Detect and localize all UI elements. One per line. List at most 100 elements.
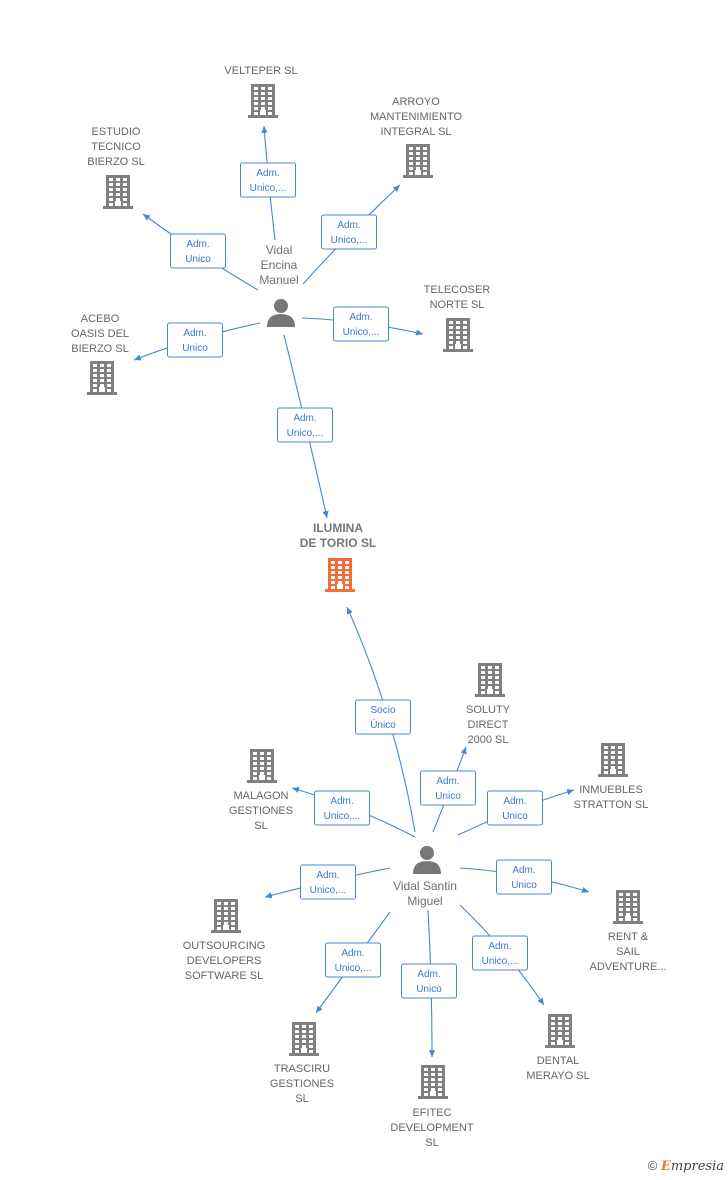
focus-company-icon[interactable]: [325, 558, 355, 592]
company-icon[interactable]: [248, 84, 278, 118]
relation-label-text: Adm.: [316, 870, 339, 881]
node-label: SOFTWARE SL: [185, 970, 263, 982]
relation-label-box[interactable]: [487, 790, 543, 826]
node-label: RENT &: [608, 931, 649, 943]
company-icon[interactable]: [443, 318, 473, 352]
company-icon[interactable]: [103, 175, 133, 209]
node-label: Vidal: [266, 243, 292, 257]
relation-label[interactable]: Adm.Unico,...: [321, 214, 377, 250]
company-icon[interactable]: [87, 361, 117, 395]
node-velteper[interactable]: VELTEPER SL: [224, 65, 298, 118]
company-icon[interactable]: [418, 1065, 448, 1099]
node-label: Miguel: [407, 894, 442, 908]
company-icon[interactable]: [403, 144, 433, 178]
node-outsourcing[interactable]: OUTSOURCING DEVELOPERS SOFTWARE SL: [183, 899, 266, 982]
relation-label-text: Unico,...: [310, 885, 347, 896]
node-label: DE TORIO SL: [300, 536, 376, 550]
relation-label-text: Unico,...: [324, 811, 361, 822]
person-icon[interactable]: [413, 846, 441, 874]
relation-label[interactable]: Adm.Unico: [487, 790, 543, 826]
relation-label-text: Adm.: [293, 413, 316, 424]
node-label: ARROYO: [392, 96, 440, 108]
relation-label[interactable]: Adm.Unico: [496, 859, 552, 895]
node-label: Vidal Santin: [393, 879, 457, 893]
node-label: BIERZO SL: [87, 156, 144, 168]
relation-label-box[interactable]: [314, 790, 370, 826]
relation-label[interactable]: Adm.Unico: [401, 963, 457, 999]
copyright-symbol: ©: [647, 1158, 658, 1173]
person-icon[interactable]: [267, 299, 295, 327]
node-label: DEVELOPERS: [187, 955, 262, 967]
company-icon[interactable]: [475, 663, 505, 697]
company-icon[interactable]: [598, 743, 628, 777]
node-label: NORTE SL: [430, 299, 485, 311]
relation-label[interactable]: Adm.Unico: [167, 322, 223, 358]
relation-label-box[interactable]: [401, 963, 457, 999]
relation-label-box[interactable]: [167, 322, 223, 358]
node-label: MERAYO SL: [526, 1070, 589, 1082]
company-icon[interactable]: [613, 890, 643, 924]
relation-label-text: Unico,...: [287, 428, 324, 439]
node-label: BIERZO SL: [71, 343, 128, 355]
relation-label-box[interactable]: [355, 699, 411, 735]
node-label: SL: [425, 1137, 438, 1149]
relation-label-box[interactable]: [333, 306, 389, 342]
relation-label[interactable]: Adm.Unico,...: [472, 935, 528, 971]
relation-label-box[interactable]: [240, 162, 296, 198]
node-label: OUTSOURCING: [183, 940, 266, 952]
node-label: Manuel: [259, 273, 298, 287]
relation-label[interactable]: Adm.Unico: [170, 233, 226, 269]
relation-label-box[interactable]: [496, 859, 552, 895]
relation-label[interactable]: Adm.Unico,...: [240, 162, 296, 198]
company-icon[interactable]: [211, 899, 241, 933]
relation-label[interactable]: Adm.Unico,...: [333, 306, 389, 342]
relation-label-text: Adm.: [341, 948, 364, 959]
node-label: SAIL: [616, 946, 640, 958]
relation-label[interactable]: Adm.Unico,...: [325, 942, 381, 978]
relation-label[interactable]: Adm.Unico: [420, 770, 476, 806]
relation-label-box[interactable]: [420, 770, 476, 806]
node-label: MALAGON: [233, 790, 288, 802]
relation-label-text: Socio: [370, 705, 395, 716]
relation-label-box[interactable]: [321, 214, 377, 250]
relation-label-text: Adm.: [256, 168, 279, 179]
relation-label-box[interactable]: [300, 864, 356, 900]
relation-label-box[interactable]: [325, 942, 381, 978]
relation-label-box[interactable]: [472, 935, 528, 971]
relation-label-text: Unico,...: [331, 235, 368, 246]
node-label: SOLUTY: [466, 704, 511, 716]
relation-label-text: Unico: [435, 791, 461, 802]
relation-label-box[interactable]: [170, 233, 226, 269]
node-label: SL: [295, 1093, 308, 1105]
node-rent_sail[interactable]: RENT &SAILADVENTURE...: [589, 890, 667, 973]
relation-label[interactable]: Adm. Unico,...: [300, 864, 356, 900]
node-label: ESTUDIO: [92, 126, 141, 138]
company-icon[interactable]: [289, 1022, 319, 1056]
relation-label-box[interactable]: [277, 407, 333, 443]
node-label: GESTIONES: [270, 1078, 334, 1090]
relation-label-text: Unico: [502, 811, 528, 822]
node-label: INMUEBLES: [579, 784, 643, 796]
empresia-logo[interactable]: Empresia: [660, 1159, 724, 1174]
relation-label-text: Adm.: [488, 941, 511, 952]
company-icon[interactable]: [247, 749, 277, 783]
relation-label[interactable]: Adm.Unico,...: [314, 790, 370, 826]
node-label: GESTIONES: [229, 805, 293, 817]
node-label: DEVELOPMENT: [390, 1122, 473, 1134]
relation-label[interactable]: Adm. Unico,...: [277, 407, 333, 443]
company-icon[interactable]: [545, 1014, 575, 1048]
